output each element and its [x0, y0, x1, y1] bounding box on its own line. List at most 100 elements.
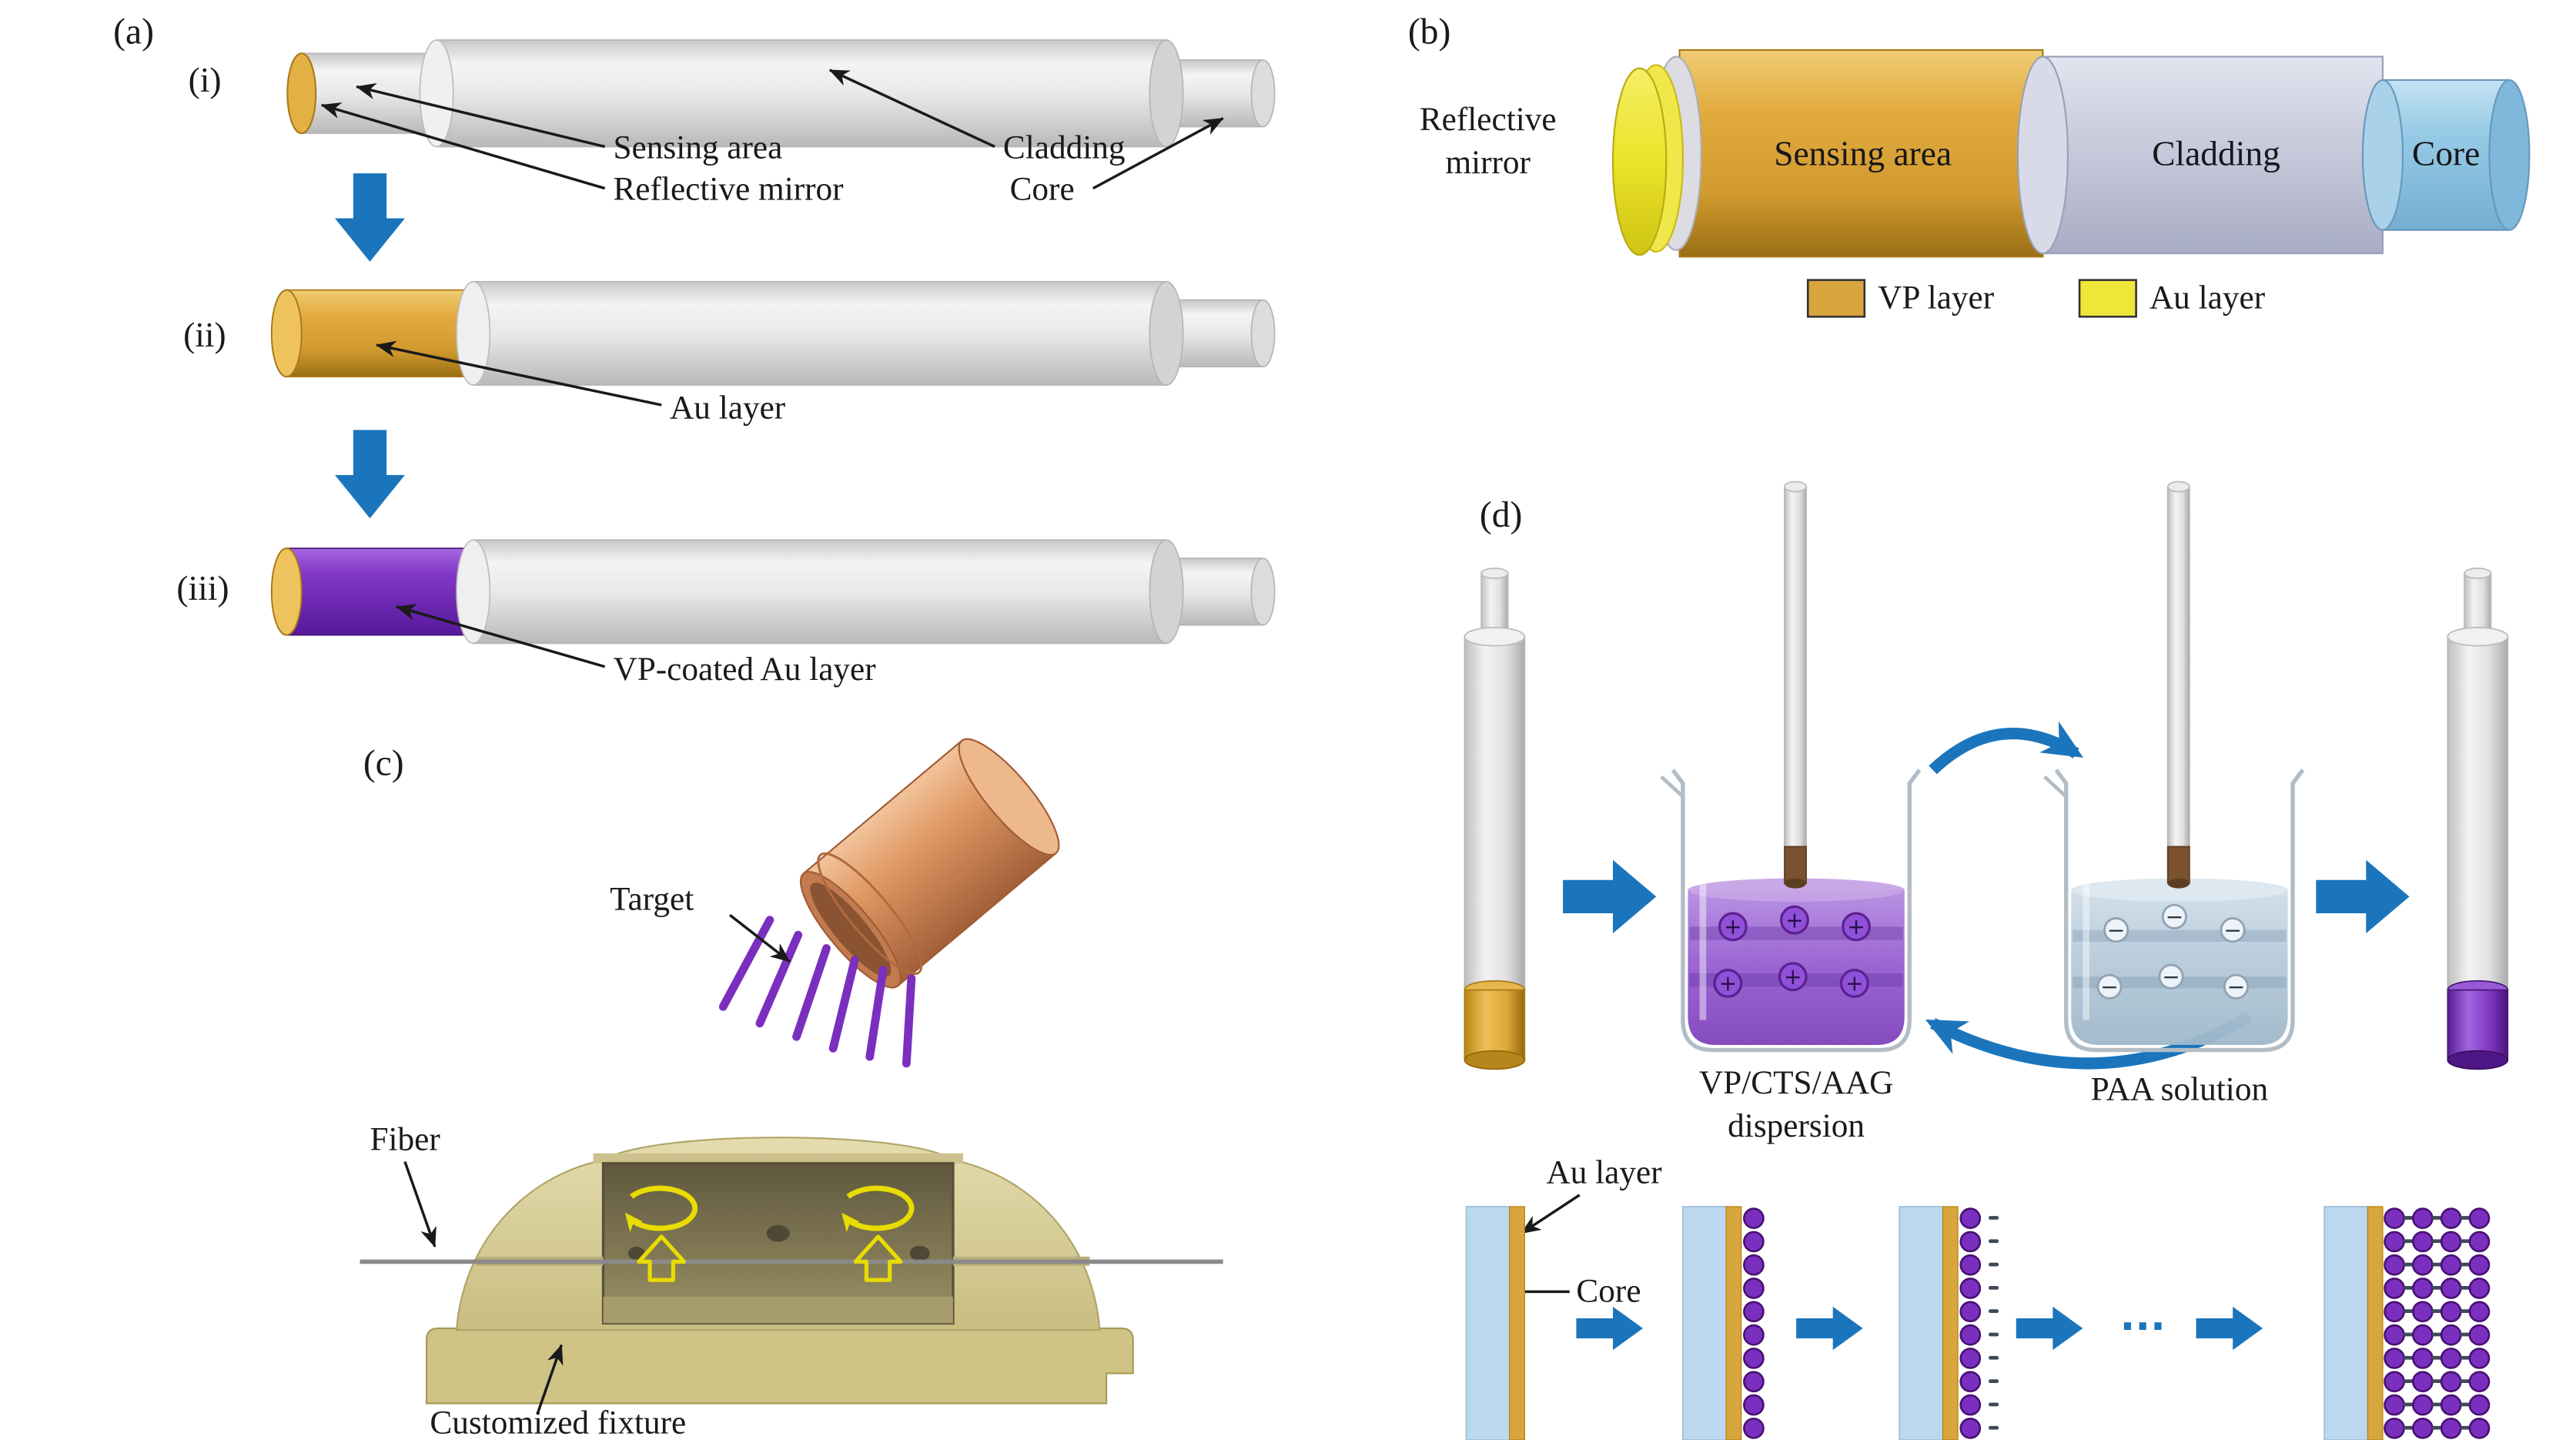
strip-4 [2323, 1206, 2491, 1440]
cladding-leader-arrow [828, 69, 995, 149]
process-right-arrow-2 [2316, 859, 2410, 934]
strip-1 [1465, 1206, 1525, 1440]
panel-a-tag: (a) [113, 12, 154, 52]
label-cladding-b: Cladding [2152, 133, 2280, 172]
legend-vp-layer: VP layer [1878, 279, 1995, 316]
vp-bead-column [1959, 1207, 1982, 1439]
label-paa-solution: PAA solution [2091, 1070, 2268, 1107]
dipped-fiber-2 [2166, 481, 2190, 889]
mirror-leader-arrow [320, 102, 606, 190]
label-core: Core [1010, 171, 1075, 208]
panel-b-tag: (b) [1408, 12, 1451, 52]
cladding-front-cap [2016, 55, 2069, 255]
minus-charge: − [2166, 904, 2184, 929]
core-end-cap [1250, 299, 1276, 368]
au-layer-swatch [2078, 279, 2137, 318]
plus-charge: + [1719, 971, 1738, 996]
layer-by-layer: Au layer Core ··· [1465, 1154, 2491, 1440]
mirror-disc-front [1611, 67, 1668, 256]
step-ii-label: (ii) [183, 315, 226, 354]
label-au-layer: Au layer [670, 389, 786, 426]
label-mirror: mirror [1445, 144, 1531, 181]
vp-bead-column [2468, 1207, 2491, 1439]
panel-c-tag: (c) [363, 743, 404, 783]
cladding-end-cap [1149, 539, 1184, 645]
label-customized-fixture: Customized fixture [430, 1404, 686, 1440]
beaker-glass-2 [2054, 769, 2305, 1053]
cavity-hole-center [766, 1224, 790, 1242]
label-core-b: Core [2412, 133, 2480, 172]
plus-charge: + [1784, 964, 1802, 990]
label-cladding: Cladding [1003, 129, 1126, 166]
vp-layer-swatch [1806, 279, 1866, 318]
minus-charge: − [2227, 974, 2246, 1000]
fiber-step-i [286, 39, 1276, 148]
core-end-cap [1250, 558, 1276, 626]
beaker-spout-1 [1660, 775, 1684, 799]
cavity-rim [593, 1153, 963, 1164]
minus-charge: − [2107, 917, 2126, 943]
core-end-cap [2488, 79, 2531, 231]
core-front-cap [2361, 79, 2404, 231]
reflective-mirror-disc [286, 52, 317, 135]
legend: VP layer Au layer [1806, 279, 2266, 318]
minus-charge: − [2162, 964, 2180, 990]
fiber-step-ii [270, 280, 1276, 386]
label-au-layer-d: Au layer [1546, 1154, 1662, 1191]
strip-3 [1899, 1206, 1999, 1440]
label-sensing-area-b: Sensing area [1774, 133, 1952, 172]
step-arrow-4 [2196, 1306, 2263, 1351]
plus-charge: + [1724, 914, 1742, 939]
cladding-cylinder [436, 39, 1167, 148]
legend-au-layer: Au layer [2149, 279, 2266, 316]
target-cylinder [799, 738, 1060, 989]
paa-charge-column [2460, 1216, 2471, 1430]
cavity-floor [603, 1296, 953, 1324]
vp-particles: + + + + + + [1713, 905, 1871, 998]
au-front-cap [270, 289, 303, 378]
label-dispersion-line2: dispersion [1728, 1107, 1865, 1144]
label-reflective: Reflective [1420, 101, 1557, 138]
fixture-leader-arrow [537, 1344, 564, 1412]
step-iii-label: (iii) [176, 568, 229, 608]
label-vp-coated-au-layer: VP-coated Au layer [613, 651, 876, 688]
target-closed-end [958, 738, 1060, 856]
label-sensing-area: Sensing area [613, 129, 782, 166]
au-tip [1464, 989, 1526, 1061]
cycle-arrow-top [1929, 721, 2083, 775]
sensing-section [1678, 49, 2044, 258]
target-leader-arrow [728, 913, 791, 963]
vp-bead-column [2440, 1207, 2462, 1439]
au-layer-cylinder [286, 289, 477, 378]
vp-coated-leader-arrow [396, 604, 606, 668]
panel-d-tag: (d) [1480, 495, 1523, 535]
liquid-surface [1688, 878, 1905, 902]
target-rim-ring [817, 852, 923, 976]
label-target: Target [610, 881, 694, 918]
au-layer-leader-arrow-d [1521, 1194, 1581, 1235]
label-fiber: Fiber [370, 1120, 440, 1157]
mirror-front-cap [270, 548, 303, 636]
probe-3d: Sensing area Cladding Core [1611, 49, 2531, 258]
dipped-fiber-1 [1784, 481, 1807, 889]
plus-charge: + [1785, 907, 1804, 933]
target-bore [810, 882, 892, 977]
cladding-section [2042, 55, 2384, 255]
beaker-glass-1 [1671, 769, 1922, 1053]
label-dispersion-line1: VP/CTS/AAG [1699, 1064, 1893, 1101]
beaker-spout-2 [2042, 775, 2068, 799]
fiber-leader-arrow [403, 1160, 437, 1247]
plus-charge: + [1847, 914, 1865, 939]
panel-b: (b) Reflective mirror Sensing area Cladd… [1408, 12, 2531, 318]
cladding-front-cap [419, 39, 454, 148]
process-down-arrow-2 [335, 430, 405, 519]
beaker-paa: − − − − − − [2042, 481, 2305, 1053]
cladding-end-cap [1149, 280, 1184, 386]
fiber-before [1464, 568, 1526, 1070]
cladding-front-cap [456, 539, 491, 645]
step-i-label: (i) [189, 60, 222, 99]
process-right-arrow-1 [1563, 859, 1657, 934]
vp-bead-column [2384, 1207, 2405, 1439]
paa-charge-column [2403, 1216, 2414, 1430]
